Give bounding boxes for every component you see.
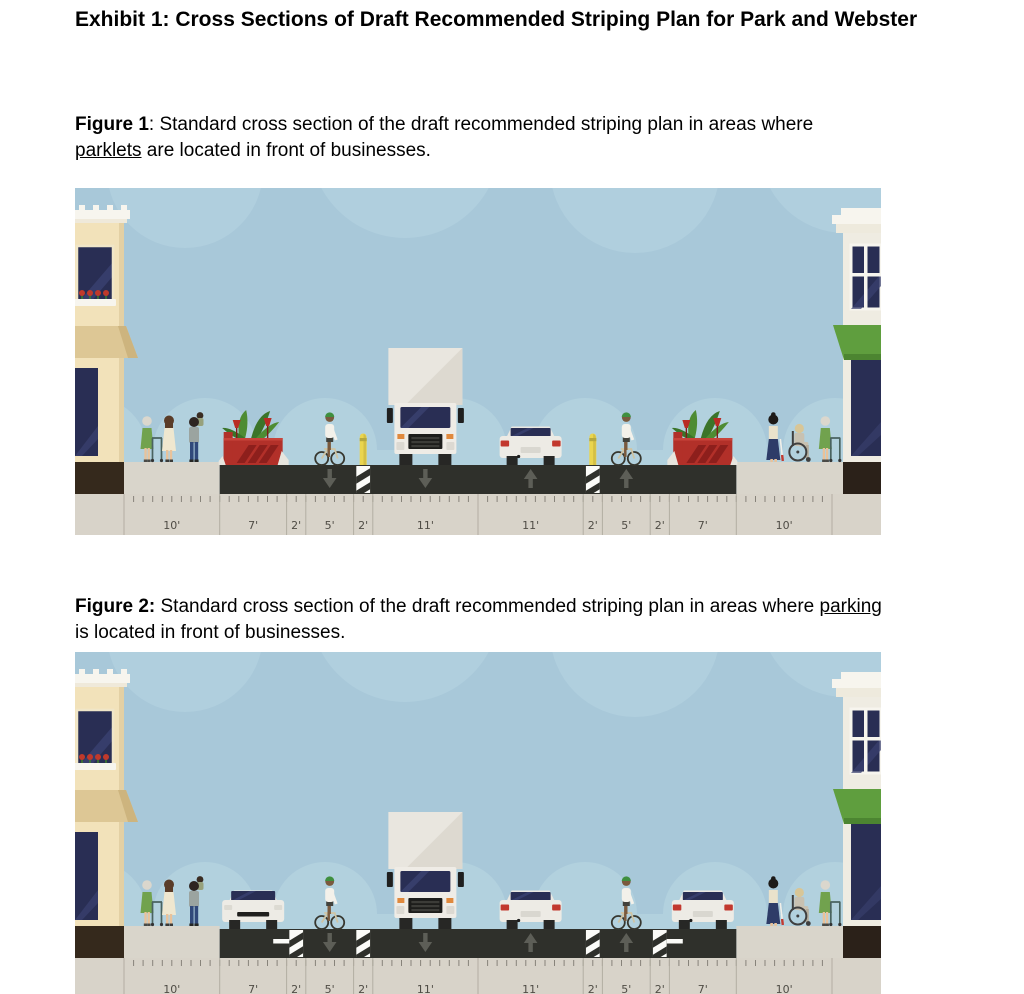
measurement-label: 2' — [358, 983, 368, 994]
pedestrian — [788, 887, 811, 926]
figure2-caption: Figure 2: Standard cross section of the … — [75, 594, 987, 646]
lane-arrow — [418, 469, 433, 488]
building-left — [75, 669, 138, 926]
lane-arrow — [619, 933, 634, 952]
pedestrian — [162, 879, 176, 926]
measurement-label: 2' — [655, 983, 665, 994]
measurement-label: 10' — [163, 519, 180, 532]
measurement-label: 7' — [248, 983, 258, 994]
measurement-label: 5' — [621, 983, 631, 994]
ruler-dividers — [123, 958, 833, 994]
building-left — [75, 205, 138, 462]
caption-text: parklets — [75, 140, 142, 161]
cyclist — [314, 412, 346, 466]
measurement-label: 2' — [291, 519, 301, 532]
pedestrian — [766, 412, 785, 462]
crosshatch-marking — [356, 930, 371, 957]
lane-arrow — [619, 469, 634, 488]
parklet — [667, 410, 738, 465]
pedestrian — [189, 876, 204, 926]
figure2-image: 10' 7' 2' 5' 2' 11' 11' 2' 5' 2' 7' 10' — [75, 652, 881, 994]
measurement-label: 11' — [417, 983, 434, 994]
measurement-label: 5' — [621, 519, 631, 532]
car — [499, 426, 562, 465]
parking-tee-marking — [666, 939, 683, 944]
measurement-label: 5' — [325, 983, 335, 994]
lane-arrow — [322, 469, 337, 488]
building-base-right — [843, 462, 881, 494]
crosshatch-marking — [356, 466, 371, 493]
pedestrian — [818, 880, 842, 927]
parklet — [218, 410, 289, 465]
bollard — [589, 433, 597, 465]
crosshatch-marking — [585, 466, 600, 493]
roadway — [219, 929, 737, 958]
bollard — [359, 433, 367, 465]
measurement-label: 7' — [698, 983, 708, 994]
figure1-caption: Figure 1: Standard cross section of the … — [75, 112, 987, 164]
caption-text: Figure 2: — [75, 596, 156, 617]
cyclist — [610, 876, 642, 930]
measurement-label: 10' — [163, 983, 180, 994]
caption-text: : Standard cross section of the draft re… — [148, 114, 814, 135]
truck — [386, 812, 464, 929]
car — [499, 890, 562, 929]
crosshatch-marking — [289, 930, 304, 957]
measurement-label: 2' — [291, 983, 301, 994]
measurement-label: 7' — [698, 519, 708, 532]
pedestrian — [162, 415, 176, 462]
truck — [386, 348, 464, 465]
measurement-label: 2' — [588, 983, 598, 994]
caption-text: parking — [819, 596, 882, 617]
measurement-label: 5' — [325, 519, 335, 532]
caption-text: Standard cross section of the draft reco… — [155, 596, 820, 617]
cyclist — [610, 412, 642, 466]
lane-arrow — [322, 933, 337, 952]
ruler-dividers — [123, 494, 833, 535]
building-base-right — [843, 926, 881, 958]
pedestrian — [140, 416, 164, 463]
measurement-label: 11' — [522, 983, 539, 994]
exhibit-title: Exhibit 1: Cross Sections of Draft Recom… — [75, 8, 918, 31]
measurement-label: 2' — [655, 519, 665, 532]
lane-arrow — [418, 933, 433, 952]
building-right — [832, 208, 881, 462]
figure1-image: 10' 7' 2' 5' 2' 11' 11' 2' 5' 2' 7' 10' — [75, 188, 881, 546]
measurement-label: 10' — [776, 983, 793, 994]
car — [222, 890, 285, 929]
building-base-left — [75, 462, 124, 494]
lane-arrow — [523, 469, 538, 488]
caption-text: is located in front of businesses. — [75, 622, 346, 643]
pedestrian — [140, 880, 164, 927]
car — [671, 890, 734, 929]
cyclist — [314, 876, 346, 930]
measurement-label: 11' — [522, 519, 539, 532]
roadway — [219, 465, 737, 494]
measurement-label: 2' — [358, 519, 368, 532]
pedestrian — [189, 412, 204, 462]
caption-text: Figure 1 — [75, 114, 149, 135]
building-base-left — [75, 926, 124, 958]
parking-tee-marking — [273, 939, 290, 944]
lane-arrow — [523, 933, 538, 952]
pedestrian — [788, 423, 811, 462]
crosshatch-marking — [652, 930, 667, 957]
measurement-label: 7' — [248, 519, 258, 532]
building-right — [832, 672, 881, 926]
street-cross-section: 10' 7' 2' 5' 2' 11' 11' 2' 5' 2' 7' 10' — [75, 188, 881, 546]
measurement-label: 2' — [588, 519, 598, 532]
street-cross-section: 10' 7' 2' 5' 2' 11' 11' 2' 5' 2' 7' 10' — [75, 652, 881, 994]
pedestrian — [766, 876, 785, 926]
caption-text: are located in front of businesses. — [141, 140, 431, 161]
measurement-label: 10' — [776, 519, 793, 532]
crosshatch-marking — [585, 930, 600, 957]
pedestrian — [818, 416, 842, 463]
measurement-label: 11' — [417, 519, 434, 532]
